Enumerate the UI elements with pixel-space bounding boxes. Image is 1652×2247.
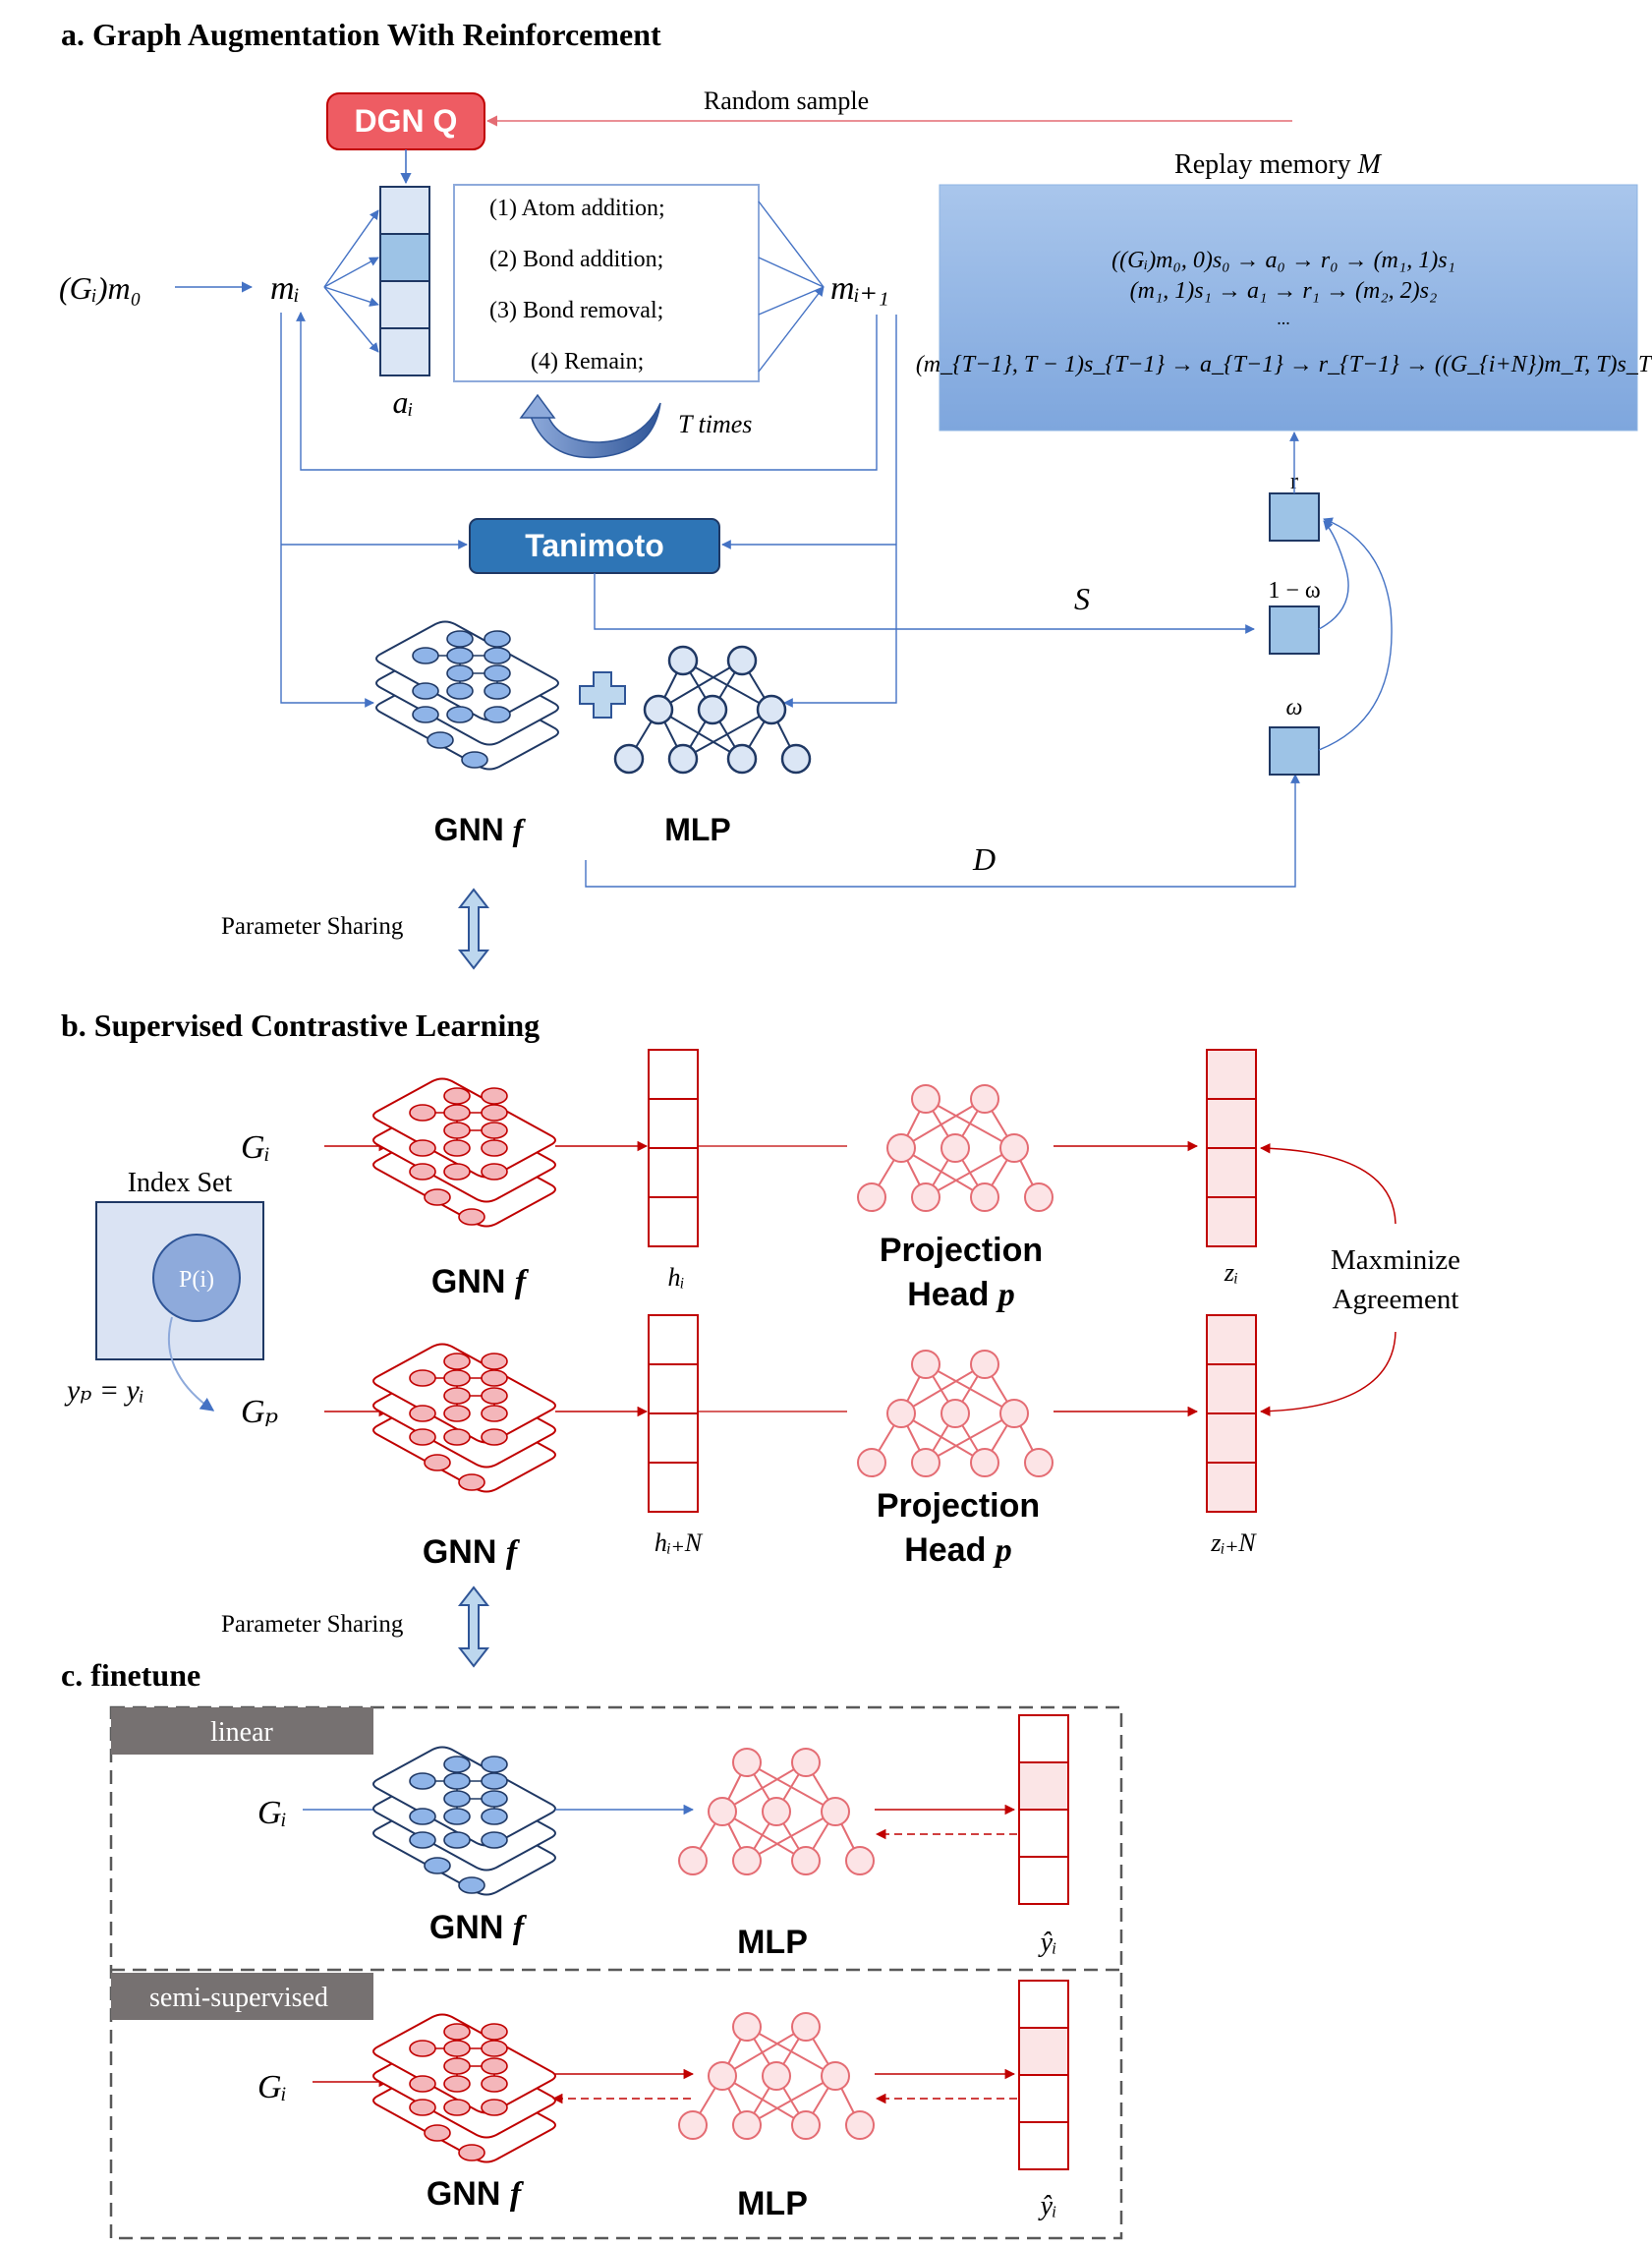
fan-to-actions — [323, 209, 379, 353]
gnn-b1-label: GNN f — [431, 1263, 530, 1300]
section-a-title: a. Graph Augmentation With Reinforcement — [61, 17, 661, 52]
distance-line — [585, 774, 1300, 888]
t-times-loop-icon — [519, 393, 661, 459]
maximize-line1: Maxminize — [1331, 1244, 1460, 1276]
z-vector-2 — [1206, 1314, 1257, 1513]
weight-arrow-1 — [1318, 520, 1349, 630]
gnn-blue-a — [375, 620, 559, 771]
param-sharing-arrow-1 — [459, 889, 488, 969]
z-vector-1 — [1206, 1049, 1257, 1247]
gi-label-c1: Gᵢ — [257, 1795, 287, 1831]
omega-box — [1269, 726, 1320, 776]
zi-label: zᵢ — [1224, 1258, 1238, 1287]
semi-tag — [111, 1973, 373, 2020]
replay-memory-box — [939, 184, 1638, 432]
random-sample-label: Random sample — [704, 86, 869, 115]
linear-tag — [111, 1707, 373, 1755]
s-label: S — [1074, 581, 1090, 616]
proj-head-1-line1: Projection — [880, 1232, 1043, 1269]
mlp-a-label: MLP — [664, 812, 731, 847]
ai-label: aᵢ — [392, 384, 413, 420]
action-1: (1) Atom addition; — [489, 196, 665, 221]
mlp-blue-a — [613, 645, 812, 775]
mlp-c1-label: MLP — [737, 1924, 808, 1961]
action-2: (2) Bond addition; — [489, 247, 663, 272]
param-sharing-1: Parameter Sharing — [221, 913, 404, 940]
gnn-c1-label: GNN f — [429, 1909, 528, 1946]
t-times-label: T times — [678, 410, 752, 438]
hin-label: hᵢ₊N — [655, 1528, 704, 1557]
linear-tag-label: linear — [210, 1717, 273, 1748]
pi-to-gp-arrow — [167, 1316, 215, 1412]
gnn-red-b1 — [372, 1077, 556, 1228]
param-sharing-2: Parameter Sharing — [221, 1611, 404, 1638]
one-minus-omega-label: 1 − ω — [1268, 578, 1320, 604]
index-set-label: Index Set — [128, 1168, 233, 1198]
semi-tag-label: semi-supervised — [149, 1983, 328, 2013]
gnn-blue-c1 — [372, 1746, 556, 1896]
start-state-label: (Gᵢ)m₀ — [59, 270, 142, 306]
projection-head-2 — [857, 1350, 1054, 1477]
mlp-red-c1 — [678, 1748, 875, 1875]
p-i-circle — [152, 1234, 241, 1322]
similarity-line — [594, 573, 1255, 634]
zin-label: zᵢ₊N — [1210, 1528, 1257, 1557]
mlp-c2-label: MLP — [737, 2185, 808, 2222]
yhat-label-c1: ŷᵢ — [1038, 1928, 1057, 1958]
gnn-a-label: GNN f — [434, 812, 527, 847]
replay-line-2: (m₁, 1)s₁ → a₁ → r₁ → (m₂, 2)s₂ — [1130, 278, 1438, 304]
mi1-label: mᵢ₊₁ — [830, 270, 889, 307]
yhat-label-c2: ŷᵢ — [1038, 2191, 1057, 2221]
pi-label: P(i) — [179, 1267, 214, 1293]
action-3: (3) Bond removal; — [489, 298, 663, 323]
gnn-red-c2 — [372, 2013, 556, 2163]
projection-head-1 — [857, 1084, 1054, 1212]
agreement-arrow-bottom — [1259, 1331, 1396, 1416]
actions-box: (1) Atom addition; (2) Bond addition; (3… — [453, 184, 760, 382]
dgn-q-label: DGN Q — [355, 103, 458, 139]
mi-to-gnn-line — [280, 313, 374, 708]
plus-icon — [579, 671, 626, 719]
reward-box — [1269, 492, 1320, 542]
proj-head-2-line1: Projection — [877, 1487, 1040, 1525]
param-sharing-arrow-2 — [459, 1586, 488, 1667]
gi-label-b: Gᵢ — [241, 1129, 270, 1166]
section-b-title: b. Supervised Contrastive Learning — [61, 1008, 540, 1043]
dgn-q-box: DGN Q — [326, 92, 485, 150]
mi-label: mᵢ — [270, 270, 300, 307]
h-vector-1 — [648, 1049, 699, 1247]
one-minus-omega-box — [1269, 605, 1320, 655]
replay-title: Replay memory M — [1174, 149, 1383, 180]
tanimoto-label: Tanimoto — [525, 528, 664, 563]
replay-line-3: ... — [1277, 309, 1290, 328]
action-vector — [379, 186, 430, 376]
omega-label: ω — [1286, 695, 1303, 720]
maximize-line2: Agreement — [1333, 1284, 1459, 1315]
gp-label: Gₚ — [241, 1394, 278, 1430]
yp-eq-label: yₚ = yᵢ — [64, 1374, 144, 1407]
hi-label: hᵢ — [667, 1263, 684, 1292]
proj-head-2-line2: Head p — [904, 1531, 1012, 1569]
mi1-to-mlp-line — [783, 315, 897, 708]
replay-line-4: (m_{T−1}, T − 1)s_{T−1} → a_{T−1} → r_{T… — [916, 352, 1652, 377]
weight-arrow-2 — [1318, 517, 1393, 751]
section-c-title: c. finetune — [61, 1657, 200, 1693]
mlp-red-c2 — [678, 2012, 875, 2140]
agreement-arrow-top — [1259, 1143, 1396, 1225]
loop-back-line — [296, 312, 878, 471]
gnn-b2-label: GNN f — [423, 1533, 521, 1571]
action-4: (4) Remain; — [531, 349, 644, 374]
d-label: D — [972, 841, 996, 877]
gnn-red-b2 — [372, 1343, 556, 1493]
yhat-vector-c1 — [1018, 1714, 1069, 1905]
h-vector-2 — [648, 1314, 699, 1513]
proj-head-1-line2: Head p — [907, 1276, 1015, 1313]
fan-to-next-state — [758, 201, 825, 373]
yhat-vector-c2 — [1018, 1980, 1069, 2170]
tanimoto-box: Tanimoto — [469, 518, 720, 574]
gi-label-c2: Gᵢ — [257, 2069, 287, 2105]
replay-line-1: ((Gᵢ)m₀, 0)s₀ → a₀ → r₀ → (m₁, 1)s₁ — [1111, 248, 1455, 273]
gnn-c2-label: GNN f — [427, 2175, 525, 2213]
